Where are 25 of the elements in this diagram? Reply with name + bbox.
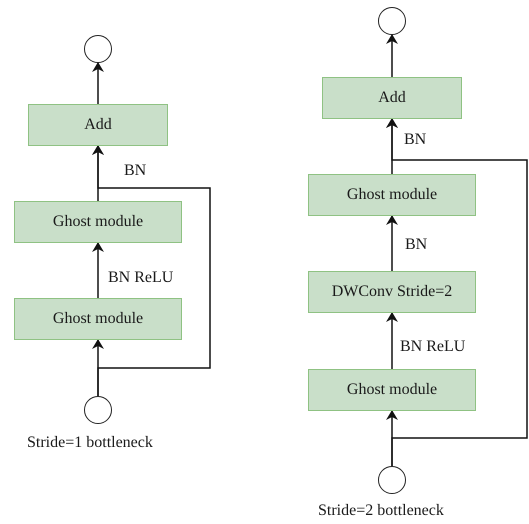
process-box: Add [322, 77, 462, 119]
process-box: Ghost module [14, 201, 182, 243]
edge-label: BN [405, 237, 428, 253]
circle-node [84, 35, 112, 63]
circle-node [84, 396, 112, 424]
arrow [386, 118, 528, 466]
arrow [386, 34, 398, 77]
process-box: Ghost module [14, 298, 182, 340]
circle-node [378, 7, 406, 35]
arrow [386, 312, 398, 369]
caption: Stride=2 bottleneck [318, 503, 444, 519]
arrow [92, 145, 211, 396]
process-box: Add [28, 104, 168, 146]
process-box: DWConv Stride=2 [308, 271, 476, 313]
arrow [386, 215, 398, 271]
circle-node [378, 466, 406, 494]
edge-label: BN [124, 163, 146, 179]
arrow [92, 62, 104, 104]
process-box: Ghost module [308, 369, 476, 411]
edge-label: BN ReLU [108, 270, 174, 286]
caption: Stride=1 bottleneck [27, 435, 153, 451]
arrow [92, 242, 104, 298]
edge-label: BN [404, 132, 426, 148]
process-box: Ghost module [308, 174, 476, 216]
edge-label: BN ReLU [400, 339, 466, 355]
